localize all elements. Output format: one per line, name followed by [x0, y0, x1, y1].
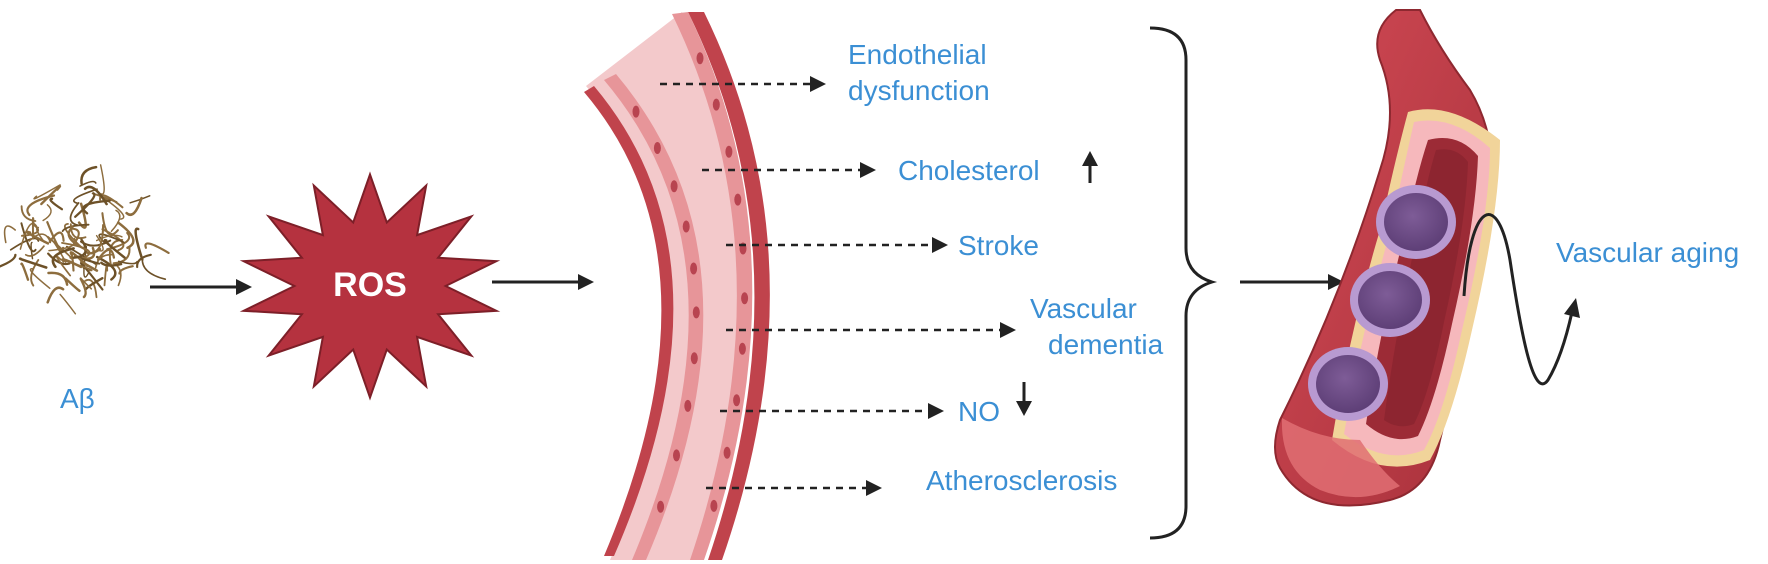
vascular-aging-label: Vascular aging	[1556, 237, 1739, 268]
cholesterol-label: Cholesterol	[898, 155, 1040, 186]
aged-blood-vessel-illustration	[1274, 9, 1500, 507]
arrow-to-aged-vessel	[1240, 274, 1344, 290]
endothelial-label-line1: Endothelial	[848, 39, 987, 70]
no-down-arrow-icon	[1016, 382, 1032, 416]
amyloid-beta-fibril-icon	[0, 164, 170, 315]
no-label: NO	[958, 396, 1000, 427]
red-blood-cell-icon	[1350, 263, 1430, 337]
arrow-to-stroke	[726, 237, 948, 253]
grouping-brace	[1149, 26, 1218, 540]
arrow-to-no	[720, 403, 944, 419]
arrow-to-cholesterol	[702, 162, 876, 178]
vascular-aging-wave-arrow-icon	[1462, 213, 1580, 386]
ros-starburst: ROS	[239, 171, 501, 401]
atherosclerosis-label: Atherosclerosis	[926, 465, 1117, 496]
arrow-to-endothelial-dysfunction	[660, 76, 826, 92]
stroke-label: Stroke	[958, 230, 1039, 261]
vessel-wall-section	[584, 12, 770, 560]
endothelial-dysfunction-label: Endothelial dysfunction	[848, 39, 994, 106]
red-blood-cell-icon	[1308, 347, 1388, 421]
ros-label: ROS	[333, 266, 407, 304]
vascular-dementia-label: Vascular dementia	[1030, 293, 1164, 360]
arrow-ros-to-vessel	[492, 274, 594, 290]
arrow-to-vascular-dementia	[726, 322, 1016, 338]
abeta-label: Aβ	[60, 383, 95, 414]
arrow-to-atherosclerosis	[706, 480, 882, 496]
vascular-dementia-line1: Vascular	[1030, 293, 1137, 324]
cholesterol-up-arrow-icon	[1082, 151, 1098, 183]
arrow-abeta-to-ros	[150, 279, 252, 295]
red-blood-cell-icon	[1376, 185, 1456, 259]
endothelial-label-line2: dysfunction	[848, 75, 990, 106]
vascular-dementia-line2: dementia	[1048, 329, 1164, 360]
